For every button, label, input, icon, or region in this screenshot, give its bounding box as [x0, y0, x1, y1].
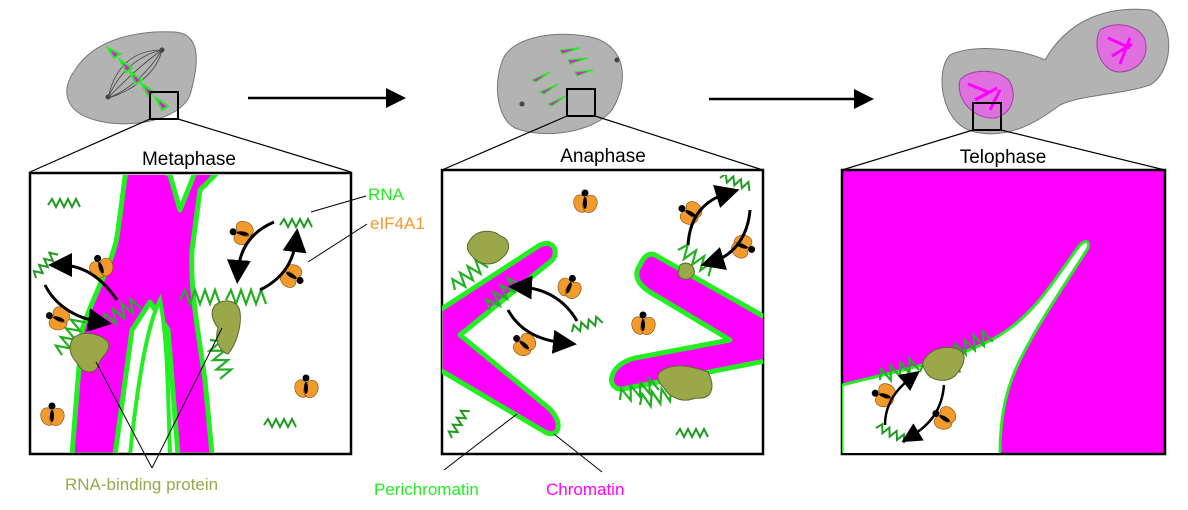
- rna-binding-protein: [657, 365, 713, 401]
- eif4a1-label: eIF4A1: [370, 214, 425, 233]
- exchange-arrow: [901, 384, 946, 443]
- nuclear-gap: [842, 240, 1090, 453]
- anaphase-chromatid: [442, 240, 763, 437]
- rbp-label: RNA-binding protein: [65, 475, 218, 494]
- metaphase-panel: Metaphase: [28, 31, 425, 494]
- exchange-arrow: [259, 228, 307, 292]
- zoom-box: [566, 88, 596, 117]
- exchange-arrow: [883, 370, 920, 426]
- chromatin-pointer: [553, 433, 603, 473]
- rna-binding-protein: [466, 230, 509, 265]
- rbp-pointer: [151, 327, 223, 469]
- rna-binding-protein: [677, 262, 695, 280]
- perichromatin-pointer: [443, 413, 518, 471]
- exchange-arrow: [686, 185, 740, 246]
- eif4a1-pointer: [307, 223, 368, 263]
- rna-binding-protein: [211, 300, 241, 355]
- perichromatin-label: Perichromatin: [374, 480, 479, 499]
- anaphase-cell: [496, 33, 623, 134]
- anaphase-zoom-box: [440, 168, 765, 456]
- exchange-arrow: [508, 275, 579, 322]
- anaphase-title: Anaphase: [560, 146, 646, 167]
- metaphase-cell: [66, 31, 197, 125]
- exchange-arrow: [226, 220, 275, 284]
- metaphase-title: Metaphase: [142, 149, 236, 170]
- zoom-box: [972, 102, 1002, 131]
- rna-pointer: [310, 195, 367, 213]
- telophase-cell: [941, 8, 1170, 135]
- exchange-arrow: [506, 309, 577, 354]
- exchange-arrow: [700, 209, 752, 270]
- anaphase-panel: Anaphase: [374, 33, 765, 499]
- zoom-box: [149, 91, 179, 120]
- rna-binding-protein: [922, 346, 965, 381]
- rna-label: RNA: [368, 185, 405, 204]
- exchange-arrow: [48, 253, 119, 301]
- exchange-arrow: [43, 284, 112, 332]
- chromatin-label: Chromatin: [546, 480, 624, 499]
- telophase-title: Telophase: [960, 147, 1047, 168]
- daughter-nucleus: [1096, 24, 1147, 73]
- rbp-pointer: [95, 361, 153, 469]
- telophase-panel: Telophase: [840, 8, 1170, 456]
